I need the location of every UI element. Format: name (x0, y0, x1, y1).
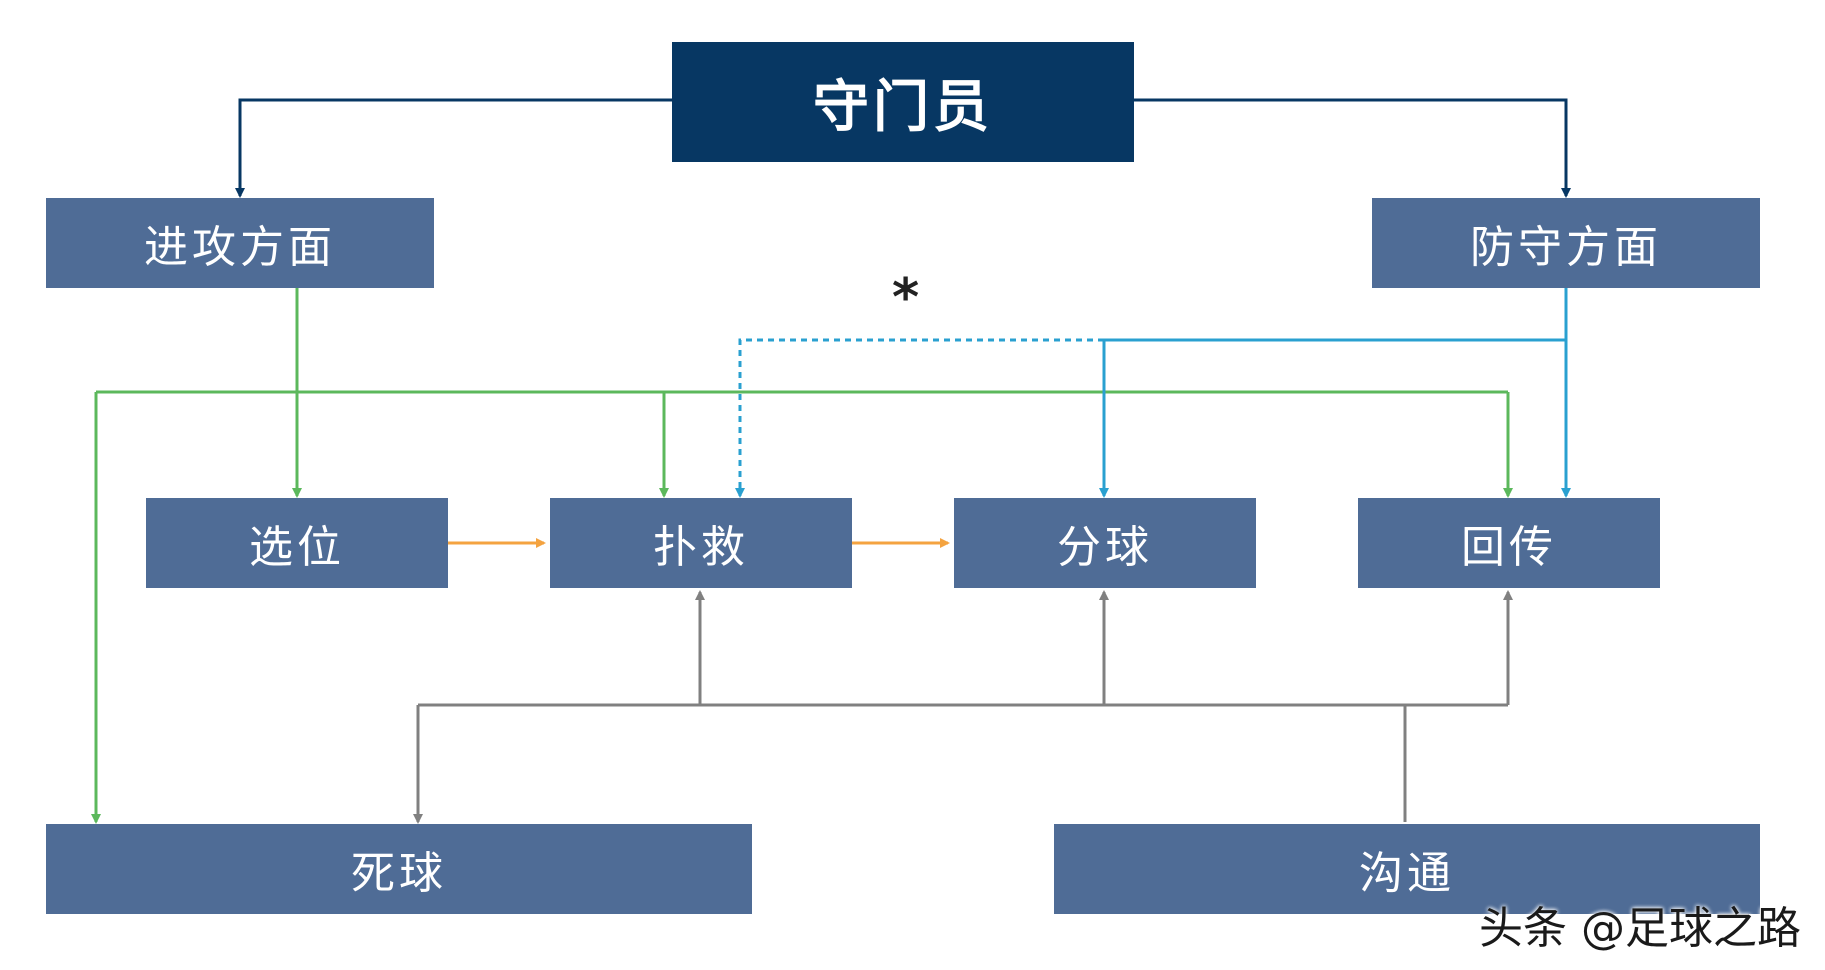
goalkeeper-root-label: 守门员 (813, 74, 993, 140)
saving-label: 扑救 (653, 522, 749, 573)
root-connectors (235, 98, 1571, 198)
dashed-link-annotation: * (892, 268, 920, 328)
positioning-box: 选位 (146, 498, 448, 588)
root-to-defense-arrow (1134, 98, 1571, 198)
communication-box: 沟通 (1054, 824, 1760, 914)
attack-aspect-label: 进攻方面 (144, 222, 336, 273)
defense-aspect-label: 防守方面 (1470, 222, 1662, 273)
root-to-attack-arrow (235, 98, 672, 198)
backpass-label: 回传 (1461, 522, 1557, 573)
set-piece-label: 死球 (351, 848, 447, 899)
defense-connectors (735, 288, 1571, 498)
defense-to-saving-dashed-arrow (735, 338, 1104, 498)
saving-box: 扑救 (550, 498, 852, 588)
goalkeeper-root-box: 守门员 (672, 42, 1134, 162)
backpass-box: 回传 (1358, 498, 1660, 588)
attack-connectors (91, 288, 1513, 824)
communication-label: 沟通 (1359, 848, 1455, 899)
attack-aspect-box: 进攻方面 (46, 198, 434, 288)
positioning-label: 选位 (249, 522, 345, 573)
shared-connectors (413, 590, 1513, 824)
source-watermark: 头条 @足球之路 (1479, 903, 1801, 954)
distribution-label: 分球 (1057, 522, 1153, 573)
distribution-box: 分球 (954, 498, 1256, 588)
set-piece-box: 死球 (46, 824, 752, 914)
defense-aspect-box: 防守方面 (1372, 198, 1760, 288)
